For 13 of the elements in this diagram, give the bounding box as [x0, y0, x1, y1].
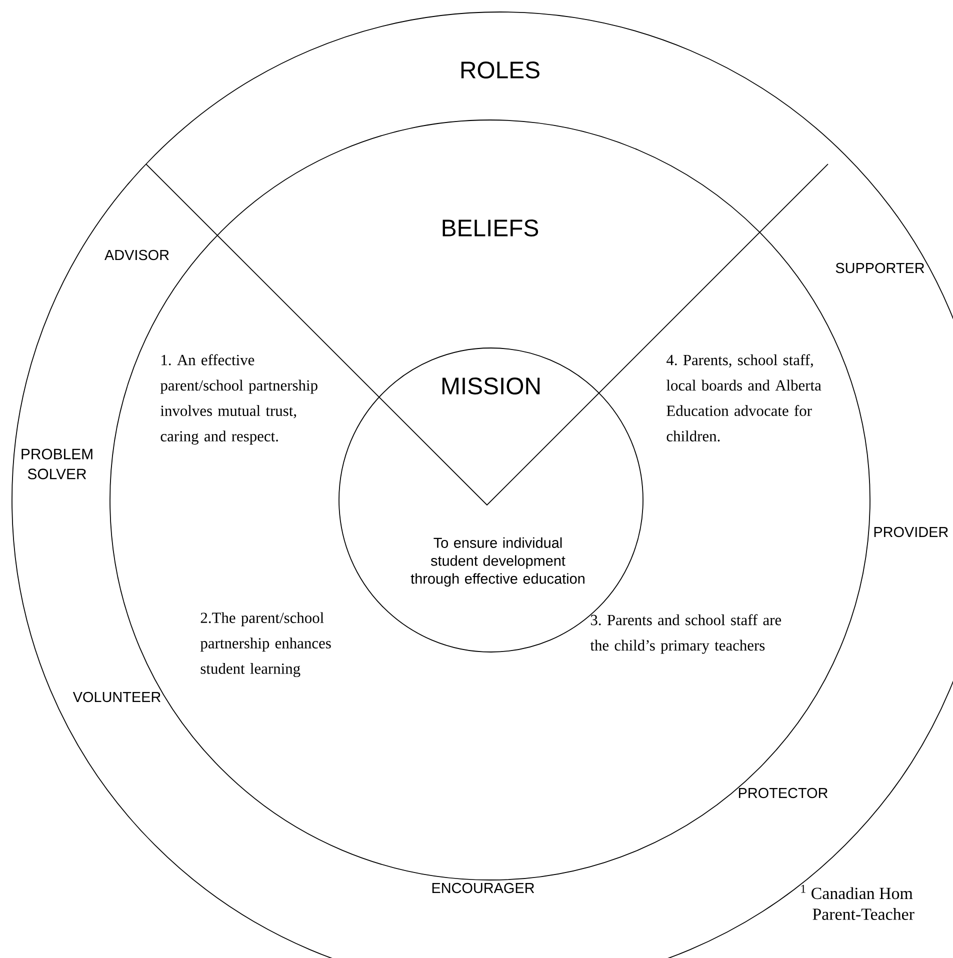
role-label: PROBLEM SOLVER	[22, 448, 92, 480]
belief-text: 4. Parents, school staff, local boards and Alberta Education advocate for children.	[666, 354, 822, 442]
role-label: PROTECTOR	[738, 788, 828, 798]
role-label: SUPPORTER	[836, 262, 924, 274]
footnote-text: Parent-Teacher	[812, 908, 914, 920]
role-label: ADVISOR	[104, 250, 169, 260]
belief-text: 3. Parents and school staff are the child’s primary teachers	[590, 614, 782, 654]
role-label: PROVIDER	[874, 526, 948, 538]
belief-text: 2.The parent/school partnership enhances student learning	[200, 612, 331, 678]
role-label: ENCOURAGER	[432, 882, 534, 894]
footnote-text: $^{1}$ Canadian Hom	[801, 884, 913, 900]
belief-text: 1. An effective parent/school partnership involves mutual trust, caring and respect.	[160, 354, 318, 445]
role-label: VOLUNTEER	[72, 692, 160, 702]
